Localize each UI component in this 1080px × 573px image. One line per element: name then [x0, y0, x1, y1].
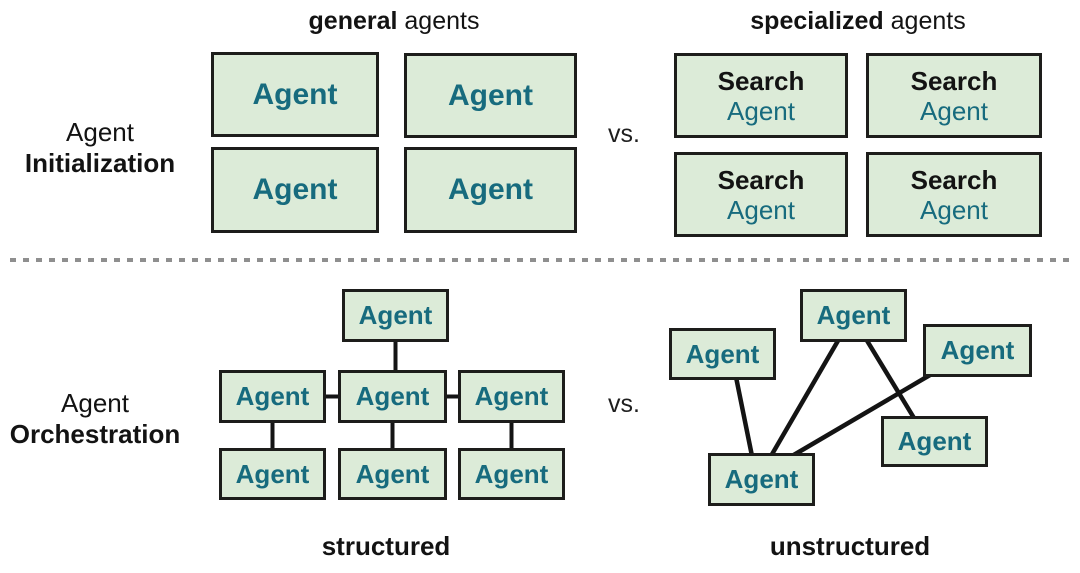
orchestration-vs-label: vs.	[608, 390, 640, 418]
specialized-title-rest: agents	[883, 7, 966, 35]
agent-box-label: Agent	[448, 173, 533, 206]
general-agent-box-1: Agent	[211, 52, 379, 137]
search-label: Search	[910, 164, 998, 195]
unstructured-agent-box-upper-left: Agent	[669, 328, 776, 380]
specialized-agent-box-3: Search Agent	[674, 152, 848, 237]
structured-agent-box-top: Agent	[342, 289, 449, 342]
general-agents-title: general agents	[211, 7, 577, 36]
unstructured-caption: unstructured	[769, 531, 931, 561]
agent-box-label: Agent	[474, 458, 549, 489]
structured-agent-box-bottom-center: Agent	[338, 448, 447, 500]
general-title-bold: general	[308, 7, 398, 35]
specialized-agent-box-1: Search Agent	[674, 53, 848, 138]
orchestration-label-line1: Agent	[61, 388, 129, 418]
agent-box-label: Agent	[355, 458, 430, 489]
agent-box-label: Agent	[816, 300, 891, 330]
agent-box-label: Agent	[724, 464, 799, 494]
agent-box-label: Agent	[252, 77, 338, 111]
agent-box-label: Agent	[940, 335, 1015, 365]
unstructured-agent-box-top-center: Agent	[800, 289, 907, 342]
agent-box-label: Agent	[235, 381, 310, 411]
agent-box-label: Agent	[358, 300, 433, 330]
specialized-agent-box-2: Search Agent	[866, 53, 1042, 138]
structured-agent-box-mid-center: Agent	[338, 370, 447, 423]
initialization-label-line1: Agent	[66, 117, 134, 147]
structured-caption: structured	[321, 531, 451, 561]
unstructured-agent-box-bottom-center: Agent	[708, 453, 815, 506]
agent-box-label: Agent	[685, 338, 760, 369]
general-agent-box-2: Agent	[404, 53, 577, 138]
agent-box-label: Agent	[252, 173, 338, 206]
agent-box-label: Agent	[474, 381, 549, 411]
initialization-row-label: Agent Initialization	[5, 117, 195, 179]
orchestration-row-label: Agent Orchestration	[0, 388, 190, 450]
structured-agent-box-mid-right: Agent	[458, 370, 565, 423]
unstructured-agent-box-upper-right: Agent	[923, 324, 1032, 377]
initialization-label-line2: Initialization	[24, 148, 176, 178]
agent-box-label: Agent	[355, 381, 430, 411]
specialized-title-bold: specialized	[750, 7, 884, 35]
general-agent-box-3: Agent	[211, 147, 379, 233]
orchestration-label-line2: Orchestration	[9, 419, 181, 449]
agent-sublabel: Agent	[920, 95, 988, 126]
initialization-vs-label: vs.	[608, 120, 640, 148]
section-divider	[10, 258, 1070, 262]
agent-box-label: Agent	[235, 458, 310, 489]
specialized-agent-box-4: Search Agent	[866, 152, 1042, 237]
specialized-agents-title: specialized agents	[672, 7, 1044, 36]
search-label: Search	[910, 65, 998, 96]
unstructured-agent-box-mid-right: Agent	[881, 416, 988, 467]
search-label: Search	[717, 164, 805, 195]
agent-sublabel: Agent	[727, 95, 795, 126]
search-label: Search	[717, 65, 805, 96]
general-agent-box-4: Agent	[404, 147, 577, 233]
agent-sublabel: Agent	[920, 194, 988, 225]
structured-agent-box-mid-left: Agent	[219, 370, 326, 423]
general-title-rest: agents	[397, 7, 480, 35]
agent-box-label: Agent	[448, 78, 533, 112]
agent-box-label: Agent	[897, 426, 972, 456]
structured-agent-box-bottom-right: Agent	[458, 448, 565, 500]
structured-agent-box-bottom-left: Agent	[219, 448, 326, 500]
agent-sublabel: Agent	[727, 194, 795, 225]
